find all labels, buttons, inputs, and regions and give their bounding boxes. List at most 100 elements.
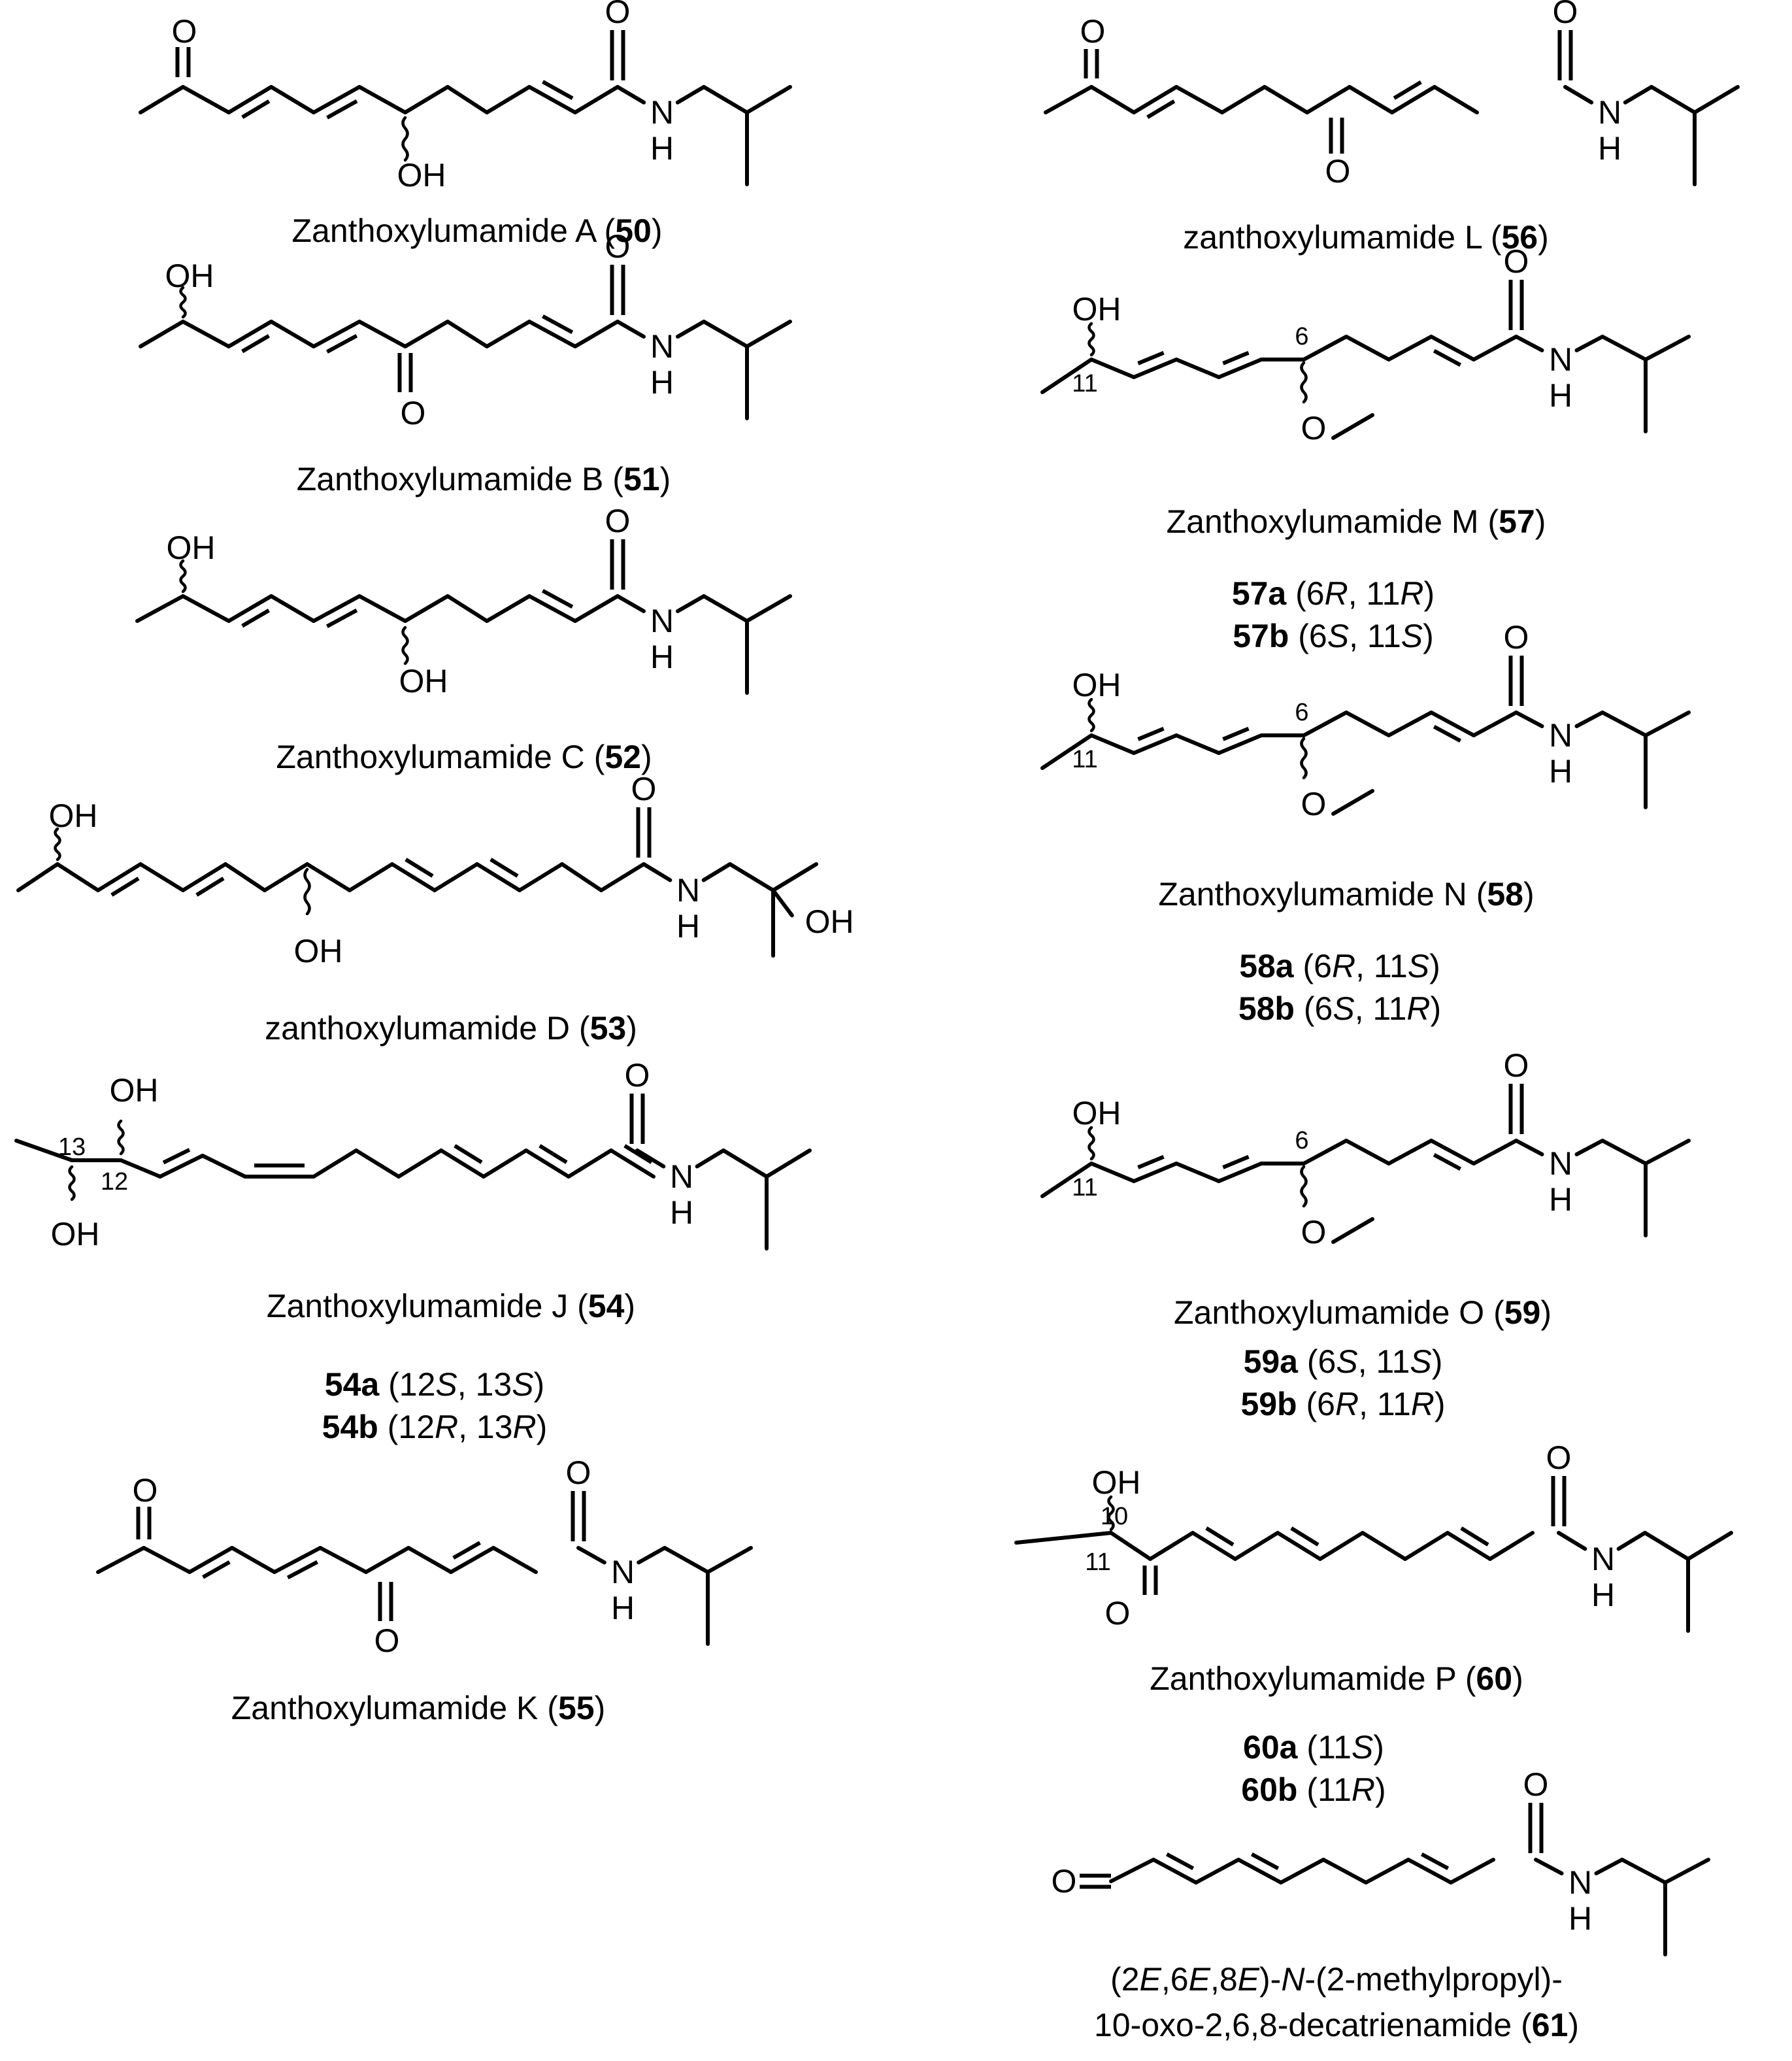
double-bond (1429, 335, 1476, 361)
single-bond (269, 85, 316, 114)
double-bond-inner (325, 333, 358, 354)
stereo-57b: 57b (6S, 11S) (1233, 618, 1434, 654)
single-bond (1403, 1531, 1450, 1561)
c59-hydroxyl: OH (1072, 1095, 1121, 1131)
single-bond (1472, 711, 1518, 737)
single-bond (1693, 85, 1740, 114)
c58-locant-6: 6 (1295, 699, 1308, 726)
double-bond (1132, 1162, 1178, 1183)
amide-nitrogen: N (650, 328, 674, 365)
single-bond (1194, 1858, 1240, 1885)
amide-nitrogen: N (670, 1158, 693, 1195)
single-bond (701, 862, 732, 882)
double-bond (475, 862, 522, 892)
single-bond (446, 85, 489, 114)
stereo-54a: 54a (12S, 13S) (325, 1366, 544, 1403)
single-bond (364, 1546, 410, 1574)
single-bond (1344, 711, 1391, 737)
double-bond-inner (1420, 1852, 1450, 1871)
ketone-oxygen: O (1105, 1595, 1131, 1632)
double-bond-inner (1393, 80, 1422, 100)
double-bond (1217, 358, 1263, 379)
double-bond (527, 594, 577, 623)
single-bond (1263, 85, 1309, 114)
double-bond (1429, 1139, 1476, 1165)
single-bond (201, 1154, 247, 1179)
single-bond (1594, 1858, 1624, 1875)
double-bond-inner (1460, 1526, 1489, 1547)
double-bond-inner (452, 1541, 481, 1560)
single-bond (1089, 1162, 1136, 1183)
c58-ether-oxygen: O (1301, 786, 1327, 822)
double-bond (1132, 85, 1178, 114)
single-bond (312, 1148, 358, 1179)
single-bond (642, 862, 672, 882)
wavy-stereo-bond (1087, 322, 1095, 357)
single-bond (1302, 1139, 1348, 1165)
double-bond (1429, 711, 1476, 737)
locant-13: 13 (58, 1133, 86, 1161)
single-bond (1574, 335, 1604, 352)
single-bond (446, 594, 489, 623)
hydroxyl: OH (397, 157, 446, 193)
stereo-60b: 60b (11R) (1241, 1771, 1385, 1808)
single-bond (599, 862, 646, 892)
wavy-stereo-bond (54, 827, 61, 862)
single-bond (230, 1546, 276, 1574)
stereo-57a: 57a (6R, 11R) (1232, 575, 1435, 612)
single-bond (96, 1546, 146, 1574)
c57-ether-oxygen: O (1301, 410, 1327, 446)
single-bond (181, 594, 231, 623)
single-bond (1574, 711, 1604, 728)
single-bond (139, 320, 185, 348)
double-bond-inner (1222, 350, 1250, 365)
wavy-stereo-bond (117, 1119, 125, 1156)
amide-hydrogen: H (1598, 130, 1621, 167)
double-bond (227, 85, 273, 114)
amide-hydrogen: H (611, 1590, 635, 1626)
double-bond-inner (539, 1144, 568, 1164)
double-bond (1406, 1858, 1453, 1885)
hydroxyl: OH (167, 529, 216, 566)
single-bond (1644, 1139, 1691, 1165)
single-bond (139, 862, 185, 892)
single-bond (397, 1148, 443, 1179)
single-bond (1686, 1531, 1733, 1561)
double-bond-inner (405, 858, 434, 878)
amide-hydrogen: H (1549, 377, 1572, 414)
caption-59: Zanthoxylumamide O (59) (1174, 1294, 1551, 1331)
carbonyl-oxygen: O (1546, 1439, 1572, 1476)
carbonyl-oxygen: O (625, 1057, 650, 1094)
single-bond (224, 862, 267, 892)
single-bond (1331, 789, 1374, 816)
caption-54: Zanthoxylumamide J (54) (267, 1288, 635, 1324)
amide-hydrogen: H (1568, 1900, 1592, 1937)
stereo-59a: 59a (6S, 11S) (1244, 1343, 1443, 1380)
single-bond (573, 594, 620, 623)
amide-nitrogen: N (1549, 341, 1572, 378)
single-bond (16, 862, 59, 892)
wavy-stereo-bond (1300, 737, 1308, 780)
single-bond (1387, 335, 1433, 361)
amide-hydrogen: H (670, 1194, 693, 1231)
amide-nitrogen: N (650, 94, 674, 131)
single-bond (1650, 85, 1697, 114)
single-bond (482, 1148, 528, 1179)
wavy-stereo-bond (68, 1165, 76, 1201)
single-bond (675, 85, 706, 105)
double-bond-inner (1433, 348, 1462, 367)
single-bond (14, 1139, 74, 1162)
single-bond (616, 320, 646, 339)
double-bond (527, 85, 577, 114)
single-bond (722, 1148, 769, 1179)
single-bond (142, 1546, 191, 1574)
double-bond-inner (325, 608, 358, 628)
single-bond (675, 320, 706, 339)
double-bond (1132, 733, 1178, 755)
single-bond (675, 594, 706, 614)
c59-ether-oxygen: O (1301, 1214, 1327, 1250)
single-bond (637, 1546, 667, 1565)
double-bond (1390, 85, 1436, 114)
single-bond (1361, 1531, 1407, 1561)
